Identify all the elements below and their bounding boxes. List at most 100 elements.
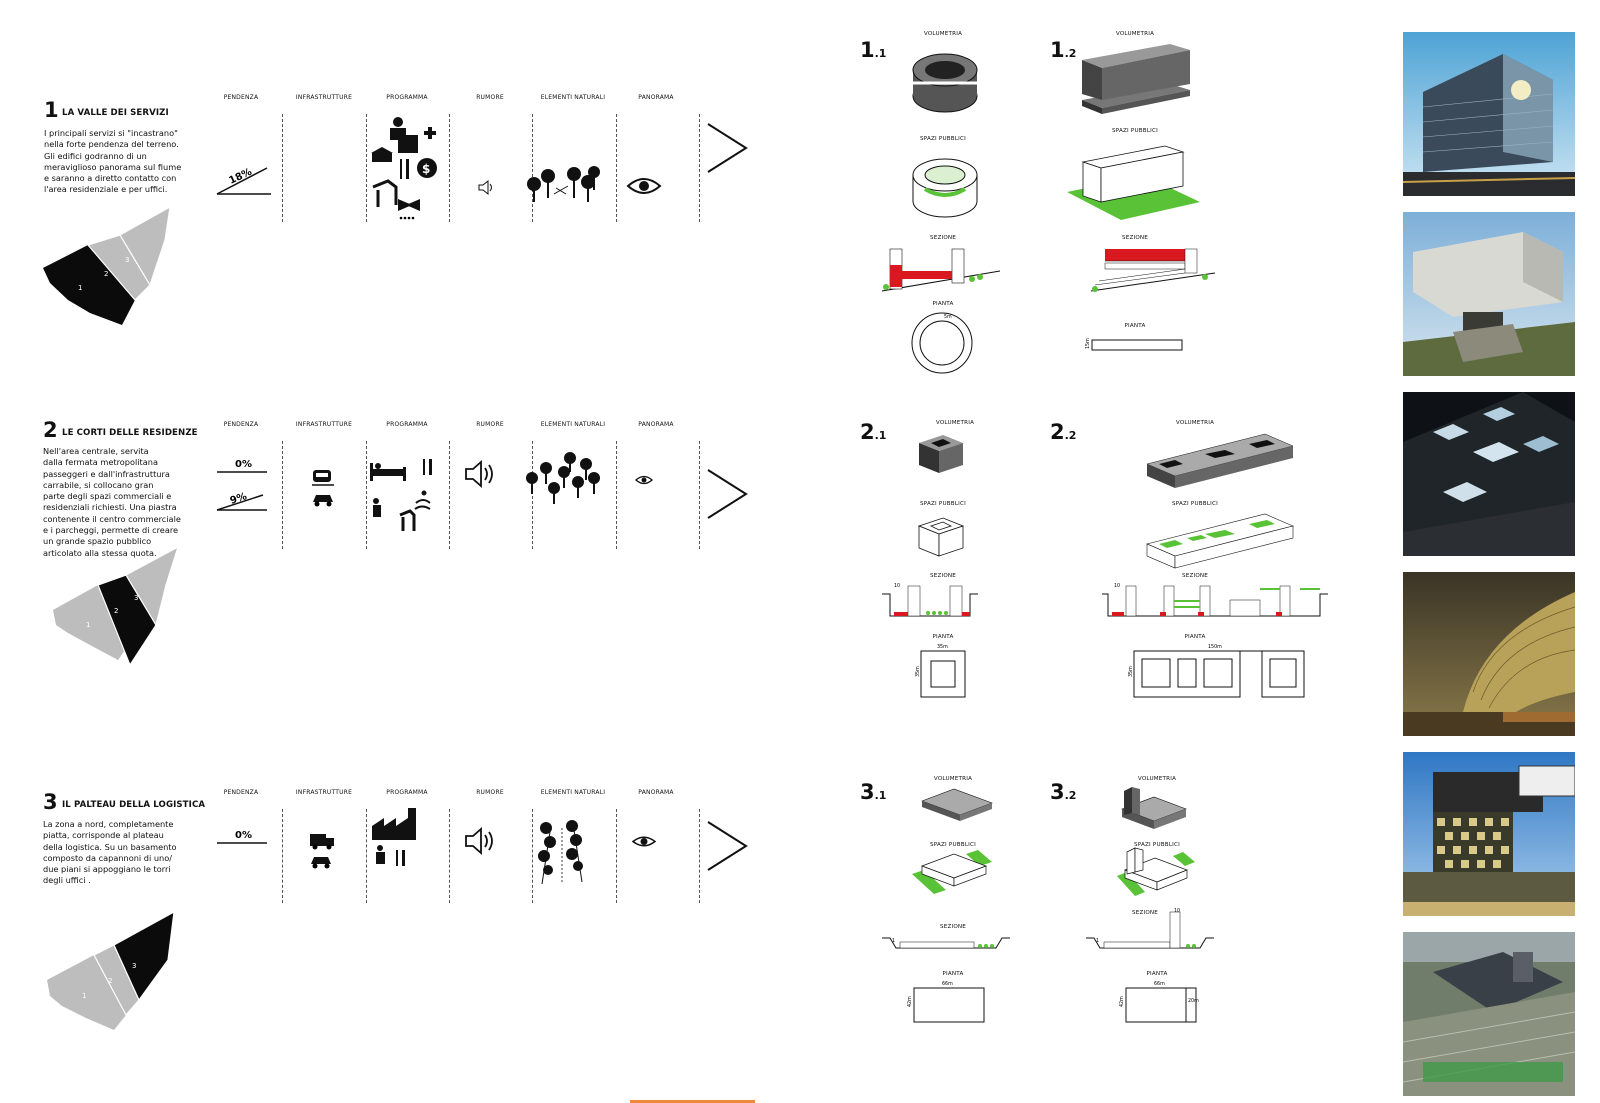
section-description: I principali servizi si "incastrano" nel… (44, 128, 182, 195)
infrastructure-icons (312, 470, 334, 507)
section-drawing: 1 (882, 937, 1010, 949)
diagram-label: SEZIONE (1181, 573, 1209, 579)
plan-drawing: 35m 35m (915, 644, 966, 698)
plan-drawing: 66m 42m (907, 981, 985, 1023)
tree-icons (526, 452, 600, 504)
dimension-label: 1 (892, 938, 895, 944)
reference-photo-2 (1403, 212, 1575, 376)
dimension-label: 42m (907, 996, 913, 1007)
diagram-label: SEZIONE (1121, 235, 1149, 241)
diagram-label: PIANTA (1124, 323, 1146, 329)
zone-map-2: 1 2 3 (53, 545, 180, 667)
section-title: LA VALLE DEI SERVIZI (62, 108, 169, 118)
diagram-label: SEZIONE (929, 573, 957, 579)
diagram-label: VOLUMETRIA (1175, 420, 1215, 426)
slope-icon: 0% 9% (216, 459, 267, 511)
diagram-label: VOLUMETRIA (1137, 776, 1177, 782)
slope-value: 0% (235, 459, 252, 470)
column-header: ELEMENTI NATURALI (540, 789, 606, 796)
slope-icon: 0% (217, 830, 267, 844)
section-description: La zona a nord, completamente piatta, co… (43, 819, 177, 886)
column-header: PANORAMA (638, 94, 674, 101)
section-number: 1 (44, 98, 59, 122)
tree-icons (538, 820, 583, 885)
diagram-label: SEZIONE (939, 924, 967, 930)
zone-label: 1 (82, 992, 86, 1000)
chevron-right-icon (707, 821, 748, 871)
section-title: LE CORTI DELLE RESIDENZE (62, 428, 198, 438)
volume-tower (1121, 787, 1187, 829)
zone-map-1: 1 2 3 (43, 205, 171, 325)
dimension-label: 35m (937, 644, 948, 650)
diagram-label: PIANTA (932, 301, 954, 307)
dimension-label: 5m (944, 314, 952, 320)
chevron-right-icon (707, 469, 748, 519)
dimension-label: 150m (1208, 644, 1222, 650)
column-header: INFRASTRUTTURE (295, 94, 353, 101)
diagram-number: 3.2 (1050, 780, 1077, 804)
eye-icon (631, 836, 657, 847)
sound-icon (465, 460, 493, 488)
column-header: PROGRAMMA (386, 421, 428, 428)
column-header: INFRASTRUTTURE (295, 789, 353, 796)
sound-icon (465, 827, 493, 855)
dimension-label: 10 (1174, 908, 1180, 914)
diagram-label: VOLUMETRIA (935, 420, 975, 426)
column-header: PROGRAMMA (386, 789, 428, 796)
volume-courts (1146, 433, 1294, 488)
diagram-label: PIANTA (1146, 971, 1168, 977)
diagram-label: VOLUMETRIA (1115, 31, 1155, 37)
section-drawing: 10 (882, 583, 978, 617)
diagram-label: SPAZI PUBBLICI (920, 136, 966, 142)
column-header: ELEMENTI NATURALI (540, 421, 606, 428)
zone-label: 2 (114, 607, 118, 615)
svg-text:$: $ (422, 162, 430, 176)
zone-label: 3 (132, 962, 136, 970)
plan-drawing: 15m (1085, 338, 1183, 351)
column-header: RUMORE (476, 421, 504, 428)
chevron-right-icon (707, 123, 748, 173)
sound-icon (478, 179, 492, 196)
reference-photo-3 (1403, 392, 1575, 556)
reference-photo-5 (1403, 752, 1575, 916)
volume-plate (921, 788, 993, 821)
zone-map-3: 1 2 3 (47, 910, 175, 1030)
diagram-label: SPAZI PUBBLICI (920, 501, 966, 507)
diagram-number: 2.1 (860, 420, 887, 444)
program-icons (372, 808, 416, 866)
diagram-label: SPAZI PUBBLICI (1112, 128, 1158, 134)
public-space-ring (912, 158, 978, 218)
section-description: Nell'area centrale, servita dalla fermat… (43, 446, 181, 558)
column-header: PENDENZA (223, 421, 259, 428)
dimension-label: 42m (1119, 996, 1125, 1007)
section-number: 3 (43, 790, 58, 814)
section-number: 2 (43, 418, 58, 442)
column-header: PANORAMA (638, 789, 674, 796)
diagram-label: PIANTA (942, 971, 964, 977)
plan-drawing: 66m 42m 20m (1119, 981, 1199, 1023)
diagram-label: SEZIONE (1131, 910, 1159, 916)
public-space-tower (1117, 847, 1195, 896)
zone-label: 3 (134, 594, 138, 602)
eye-icon (635, 475, 653, 485)
infrastructure-icons (310, 834, 334, 869)
dimension-label: 10 (894, 583, 900, 589)
plan-drawing: 150m 35m (1128, 644, 1305, 698)
column-header: ELEMENTI NATURALI (540, 94, 606, 101)
dimension-label: 35m (1128, 666, 1134, 677)
diagram-label: SPAZI PUBBLICI (930, 842, 976, 848)
diagram-number: 1.2 (1050, 38, 1077, 62)
zone-label: 1 (86, 621, 90, 629)
column-header: PENDENZA (223, 94, 259, 101)
column-header: PROGRAMMA (386, 94, 428, 101)
diagram-label: PIANTA (1184, 634, 1206, 640)
dimension-label: 10 (1114, 583, 1120, 589)
diagram-label: VOLUMETRIA (923, 31, 963, 37)
diagram-label: PIANTA (932, 634, 954, 640)
dimension-label: 1 (1096, 938, 1099, 944)
public-space-plate (912, 850, 992, 894)
reference-photo-1 (1403, 32, 1575, 196)
reference-photo-6 (1403, 932, 1575, 1096)
column-header: RUMORE (476, 94, 504, 101)
diagram-number: 2.2 (1050, 420, 1077, 444)
